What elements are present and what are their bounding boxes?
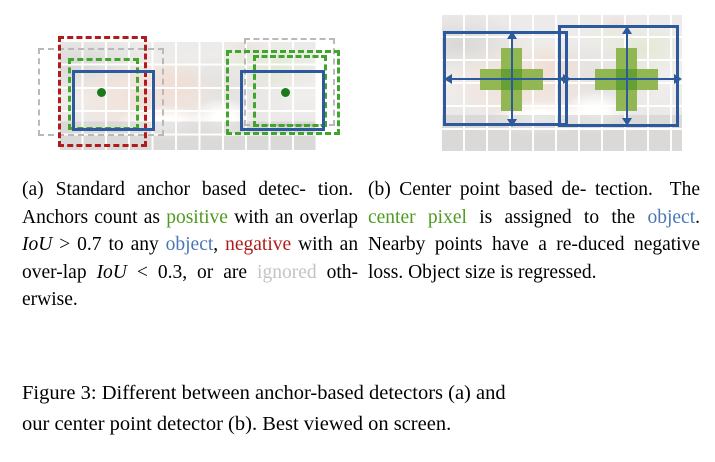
figure-panels — [0, 0, 715, 172]
height-arrow-line-right-b — [626, 31, 628, 121]
subcap-b-duced: duced negative loss. Object — [368, 234, 700, 283]
anchor-box-positive-green-inner-right — [253, 55, 327, 127]
subcap-a-to: to — [108, 234, 124, 255]
height-arrow-head-top-right-b — [622, 26, 632, 34]
anchor-box-ignored-gray-left — [38, 48, 164, 136]
subcap-a-iou-1: IoU — [22, 234, 53, 255]
subcap-b-object: object — [647, 206, 696, 228]
anchor-box-negative-red-left — [58, 36, 147, 147]
height-arrow-head-top-left-b — [507, 31, 517, 39]
figure-caption-line1: Figure 3: Different between anchor-based… — [22, 382, 506, 404]
subcap-a-gt: > — [59, 234, 71, 255]
subcap-b-line1: (b) Center point based de- — [368, 179, 587, 200]
height-arrow-line-left-b — [511, 36, 513, 122]
subcap-a-lap: lap — [62, 261, 87, 283]
subcap-b-nearby: Nearby points have a re- — [368, 234, 578, 255]
subcap-a-negative: negative — [225, 234, 292, 255]
subcap-b-is-assigned: is assigned to the — [479, 206, 636, 228]
object-center-dot-right — [281, 88, 290, 97]
panel-a-anchor-based — [0, 0, 360, 172]
height-arrow-head-bottom-right-b — [622, 118, 632, 126]
anchor-box-positive-green-outer-right — [226, 50, 340, 135]
subcap-a-comma: , — [213, 234, 219, 255]
subcap-b-tection: tection. — [594, 179, 653, 200]
subcap-b-period: . — [695, 206, 700, 228]
subcap-b-the: The — [669, 179, 700, 200]
subcap-a-or-are: or are — [197, 261, 248, 283]
subcap-a-anchors-count: Anchors count as — [22, 206, 160, 228]
subcap-a-ignored: ignored — [257, 261, 317, 283]
subcap-a-with-an-over: with an over- — [22, 234, 359, 283]
subcaption-a-text: (a) Standard anchor based detec- tion. A… — [22, 176, 358, 314]
width-arrow-head-left-right-b — [559, 74, 567, 84]
object-center-dot-left — [97, 88, 106, 97]
panel-b-center-point — [360, 0, 715, 172]
subcap-b-size: size is regressed. — [464, 261, 597, 283]
subcap-a-lt: < — [136, 261, 148, 283]
subcaption-b-text: (b) Center point based de- tection. The … — [368, 176, 700, 286]
height-arrow-head-bottom-left-b — [507, 119, 517, 127]
subcap-a-iou-2: IoU — [96, 261, 127, 283]
subcap-a-tion: tion. — [317, 179, 354, 200]
subcap-a-line1: (a) Standard anchor based detec- — [22, 179, 306, 200]
width-arrow-line-right-b — [563, 78, 676, 80]
subcaption-b: (b) Center point based de- tection. The … — [368, 176, 700, 286]
subcap-b-center-pixel: center pixel — [368, 206, 467, 228]
subcap-a-any: any — [130, 234, 159, 255]
figure-caption: Figure 3: Different between anchor-based… — [22, 378, 700, 440]
subcap-a-positive: positive — [166, 206, 228, 228]
width-arrow-line-left-b — [448, 78, 565, 80]
object-box-blue-left — [72, 70, 155, 131]
figure-caption-line2: our center point detector (b). Best view… — [22, 413, 452, 435]
subcaptions: (a) Standard anchor based detec- tion. A… — [0, 176, 715, 356]
width-arrow-head-left-left-b — [444, 74, 452, 84]
subcap-a-erwise: erwise. — [22, 289, 78, 310]
width-arrow-head-right-right-b — [674, 74, 682, 84]
subcap-a-thresh-high: 0.7 — [77, 234, 102, 255]
subcap-a-with-overlap: with an overlap — [234, 206, 359, 228]
subcap-a-object: object — [165, 234, 214, 255]
subcaption-a: (a) Standard anchor based detec- tion. A… — [22, 176, 358, 314]
subcap-a-oth: oth- — [326, 261, 358, 283]
subcap-a-thresh-low: 0.3, — [157, 261, 188, 283]
object-box-blue-right — [240, 70, 325, 131]
